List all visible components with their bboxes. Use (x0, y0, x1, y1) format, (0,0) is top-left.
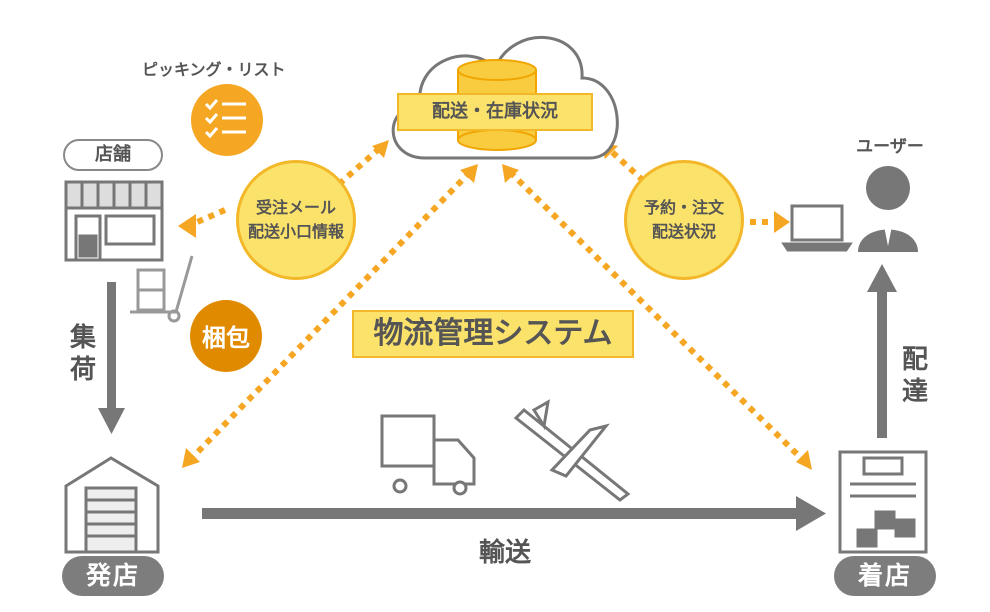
reservation-line1: 予約・注文 (643, 198, 724, 217)
order-mail-line2: 配送小口情報 (247, 222, 344, 241)
collect-label: 集荷 (69, 323, 96, 385)
store-pill (63, 139, 163, 171)
collect-arrow (98, 282, 125, 434)
airplane-icon (513, 399, 631, 502)
reservation-line2: 配送状況 (651, 222, 716, 241)
transport-label: 輸送 (478, 538, 531, 568)
deliver-label: 配達 (901, 345, 928, 407)
destination-pill: 着店 (834, 556, 936, 596)
hand-truck-icon (130, 255, 194, 323)
arrowhead-to-laptop (774, 211, 790, 233)
deliver-arrow (867, 264, 897, 438)
system-label: 物流管理システム (352, 310, 634, 358)
order-mail-line1: 受注メール (255, 198, 336, 217)
laptop-icon (781, 204, 853, 252)
arrowhead-to-store (178, 214, 196, 238)
arrowhead-to-destination (796, 450, 812, 470)
packing-badge (190, 300, 262, 372)
store-label: 店舗 (95, 144, 131, 165)
user-label: ユーザー (856, 137, 924, 157)
destination-warehouse-icon (838, 450, 928, 554)
checklist-icon (191, 84, 263, 156)
arrowhead-to-cloud-left (372, 140, 389, 158)
cloud-icon (391, 35, 619, 160)
arrowhead-up-left (460, 164, 478, 183)
arrowhead-to-origin (182, 448, 200, 468)
dotted-line-cloud-to-destination (507, 169, 808, 465)
order-mail-circle: 受注メール 配送小口情報 (236, 160, 356, 280)
packing-label: 梱包 (202, 324, 250, 352)
reservation-circle: 予約・注文 配送状況 (624, 160, 744, 280)
transport-arrow (202, 496, 826, 531)
origin-warehouse-icon (64, 456, 160, 554)
store-icon (64, 180, 164, 262)
cloud-label: 配送・在庫状況 (432, 101, 558, 122)
picking-list-label: ピッキング・リスト (142, 60, 286, 79)
truck-icon (380, 414, 476, 496)
user-icon (858, 166, 918, 252)
origin-pill: 発店 (62, 556, 164, 596)
arrowhead-up-right (502, 164, 519, 183)
